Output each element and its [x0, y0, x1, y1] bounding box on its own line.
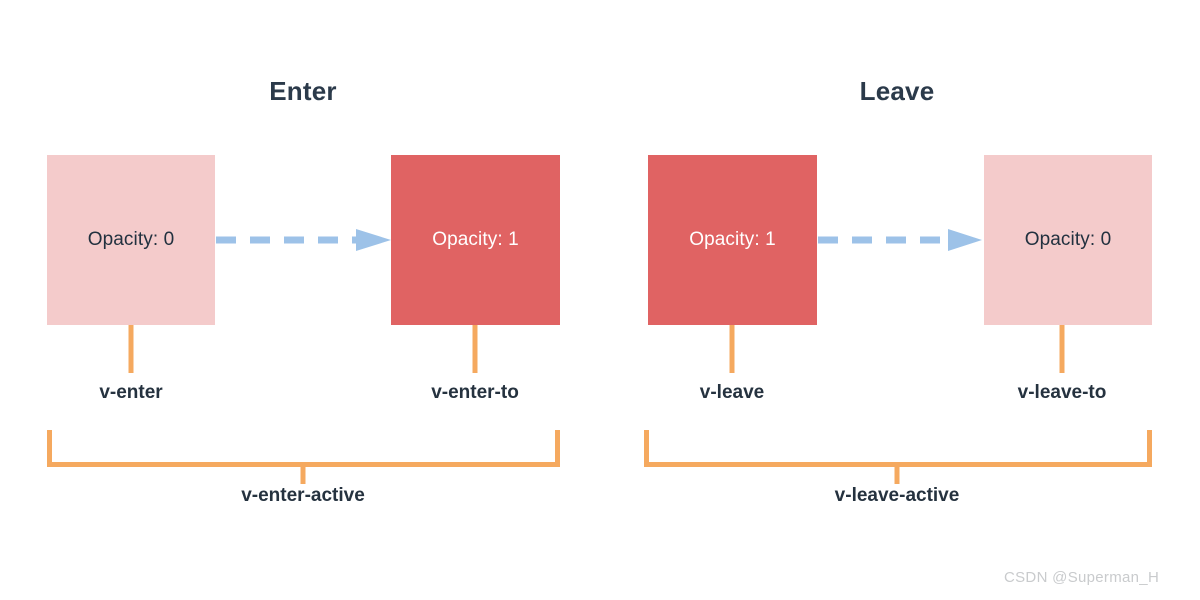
- transition-arrow-leave: [818, 228, 983, 252]
- state-box-label: Opacity: 0: [87, 229, 175, 250]
- bracket-stem-leave: [894, 466, 900, 484]
- state-box-label: Opacity: 0: [1024, 229, 1112, 250]
- state-box-label: Opacity: 1: [689, 229, 776, 250]
- bracket-stem-enter: [300, 466, 306, 484]
- active-bracket-leave: [644, 430, 1152, 467]
- state-box-enter-from: Opacity: 0: [47, 155, 215, 325]
- state-box-leave-to: Opacity: 0: [984, 155, 1152, 325]
- state-box-enter-to: Opacity: 1: [391, 155, 560, 325]
- class-label-v-enter: v-enter: [99, 382, 163, 403]
- connector-stem-v-enter: [128, 325, 134, 373]
- panel-title-leave: Leave: [859, 76, 935, 106]
- class-label-v-enter-to: v-enter-to: [431, 382, 519, 403]
- connector-stem-v-leave-to: [1059, 325, 1065, 373]
- connector-stem-v-enter-to: [472, 325, 478, 373]
- watermark: CSDN @Superman_H: [1004, 569, 1160, 586]
- class-label-v-leave: v-leave: [699, 382, 765, 403]
- state-box-leave-from: Opacity: 1: [648, 155, 817, 325]
- panel-title-enter: Enter: [269, 76, 337, 106]
- class-label-v-leave-to: v-leave-to: [1017, 382, 1107, 403]
- class-label-v-leave-active: v-leave-active: [834, 485, 960, 506]
- connector-stem-v-leave: [729, 325, 735, 373]
- class-label-v-enter-active: v-enter-active: [241, 485, 365, 506]
- transition-arrow-enter: [216, 228, 392, 252]
- active-bracket-enter: [47, 430, 560, 467]
- state-box-label: Opacity: 1: [432, 229, 519, 250]
